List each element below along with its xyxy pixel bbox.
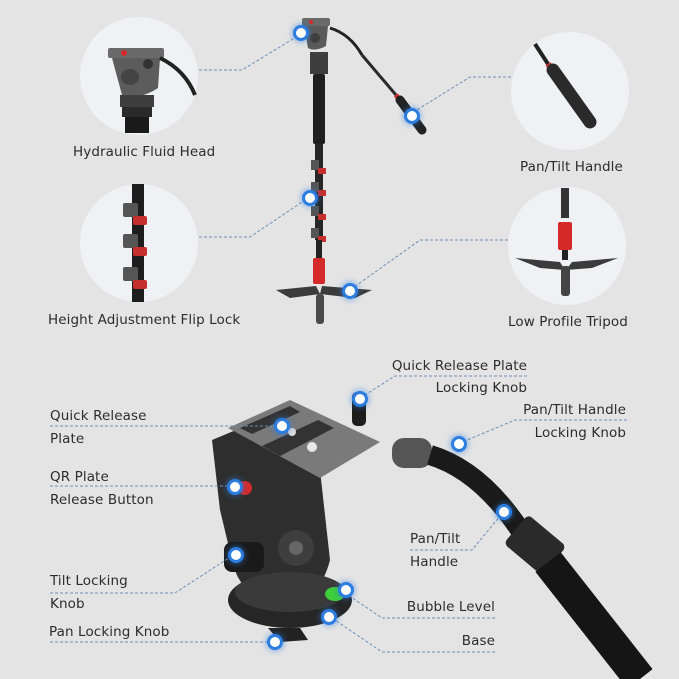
label-quick-release-plate-line1: Quick Release	[50, 408, 147, 424]
low-profile-tripod-closeup-image	[515, 188, 618, 296]
label-pan-locking-knob: Pan Locking Knob	[49, 624, 170, 640]
monopod-full-image	[276, 18, 427, 324]
label-height-adjustment-flip-lock: Height Adjustment Flip Lock	[48, 312, 241, 328]
label-qr-plate-locking-knob-line1: Quick Release Plate	[391, 358, 527, 374]
hotspot-pan-locking-knob[interactable]	[270, 637, 280, 647]
label-qr-plate-locking-knob-line2: Locking Knob	[435, 380, 527, 396]
label-tilt-locking-knob-line1: Tilt Locking	[50, 573, 128, 589]
label-quick-release-plate-line2: Plate	[50, 431, 85, 447]
label-pan-tilt-handle-line1: Pan/Tilt	[410, 531, 461, 547]
hotspot-flip-lock[interactable]	[305, 193, 315, 203]
label-handle-locking-knob-line1: Pan/Tilt Handle	[523, 402, 626, 418]
hotspot-tilt-locking-knob[interactable]	[231, 550, 241, 560]
leader-lines	[50, 33, 627, 653]
hotspot-pan-tilt-handle-large[interactable]	[499, 507, 509, 517]
hotspot-quick-release-plate[interactable]	[277, 421, 287, 431]
label-tilt-locking-knob-line2: Knob	[50, 596, 85, 612]
label-low-profile-tripod: Low Profile Tripod	[508, 314, 628, 330]
label-handle-locking-knob-line2: Locking Knob	[534, 425, 626, 441]
label-hydraulic-fluid-head: Hydraulic Fluid Head	[73, 144, 216, 160]
label-bubble-level: Bubble Level	[406, 599, 495, 615]
pan-tilt-handle-closeup-image	[533, 42, 597, 129]
label-base: Base	[461, 633, 495, 649]
hotspot-low-profile-tripod[interactable]	[345, 286, 355, 296]
hotspot-hydraulic-fluid-head[interactable]	[296, 28, 306, 38]
hotspot-bubble-level[interactable]	[341, 585, 351, 595]
fluid-head-closeup-image	[108, 48, 197, 133]
label-pan-tilt-handle-line2: Handle	[410, 554, 459, 570]
hotspot-handle-locking-knob[interactable]	[454, 439, 464, 449]
flip-lock-closeup-image	[123, 184, 147, 302]
hotspot-base[interactable]	[324, 612, 334, 622]
label-pan-tilt-handle: Pan/Tilt Handle	[520, 159, 623, 175]
hotspot-qr-plate-release-button[interactable]	[230, 482, 240, 492]
label-qr-plate-release-button-line2: Release Button	[50, 492, 154, 508]
hotspot-qr-plate-locking-knob[interactable]	[355, 394, 365, 404]
hotspot-pan-tilt-handle[interactable]	[407, 111, 417, 121]
label-qr-plate-release-button-line1: QR Plate	[50, 469, 109, 485]
fluid-head-large-image	[212, 392, 653, 679]
